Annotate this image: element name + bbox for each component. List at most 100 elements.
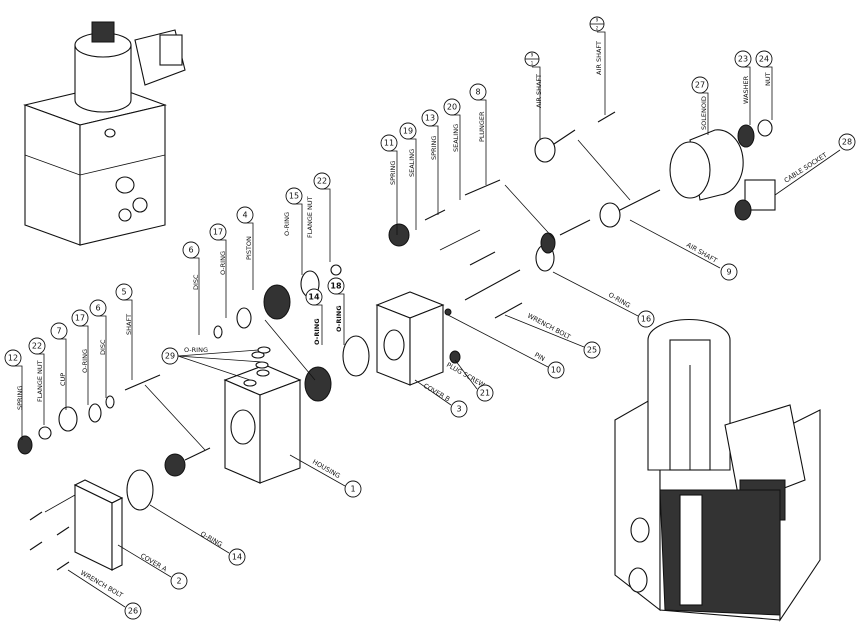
callout-label: O-RING <box>219 251 227 275</box>
callout-number: 22 <box>32 342 42 351</box>
callout-26: 26 WRENCH BOLT <box>79 569 142 620</box>
callout-number: 12 <box>8 354 18 363</box>
callout-number: 14 <box>308 293 320 302</box>
callout-17b: 17O-RING <box>209 223 227 275</box>
callout-label: CABLE SOCKET <box>783 151 829 185</box>
callout-number: 9 <box>531 53 534 58</box>
callout-label: AIR SHAFT <box>535 74 543 108</box>
callout-label: DISC <box>99 339 107 355</box>
callout-number: 22 <box>317 177 327 186</box>
callout-number: 24 <box>759 55 769 64</box>
housing-part <box>223 346 302 484</box>
callout-number: 27 <box>695 81 705 90</box>
callout-number: 15 <box>289 192 299 201</box>
callout-number: 2 <box>176 577 181 586</box>
callout-14b: 14 O-RING <box>199 530 246 566</box>
callout-label: SEALING <box>452 124 460 152</box>
callout-label: FLANGE NUT <box>36 360 44 402</box>
rings-and-small-parts <box>17 111 776 571</box>
callout-number: 6 <box>95 304 100 313</box>
callout-label: WRENCH BOLT <box>79 569 124 600</box>
callout-label: FLANGE NUT <box>306 196 314 238</box>
callout-label: WASHER <box>742 75 750 104</box>
callout-label: PLUNGER <box>478 111 486 142</box>
callout-number: 21 <box>480 389 490 398</box>
callout-label: HOUSING <box>311 458 342 480</box>
callout-number: 1 <box>531 61 534 66</box>
callout-number: 9 <box>596 18 599 23</box>
callout-3: 3 COVER B <box>422 382 468 418</box>
callout-label: O-RING <box>81 349 89 373</box>
callout-number: 17 <box>75 314 85 323</box>
callout-number: 17 <box>213 228 223 237</box>
callout-9: 9 AIR SHAFT <box>685 241 738 281</box>
callout-label: COVER B <box>422 382 451 403</box>
callout-18: 18O-RING <box>327 277 345 332</box>
callout-1: 1 HOUSING <box>311 458 362 498</box>
callout-14a: 14O-RING <box>305 288 323 345</box>
callout-16: 16O-RING <box>607 291 655 328</box>
callout-number: 9 <box>726 268 731 277</box>
cover-b-part <box>375 291 445 386</box>
callout-number: 11 <box>384 139 394 148</box>
callout-label: PISTON <box>245 236 253 260</box>
callout-label: CUP <box>59 373 67 386</box>
callout-number: 14 <box>232 553 242 562</box>
callout-number: 10 <box>551 366 561 375</box>
callout-label: SEALING <box>408 149 416 177</box>
callout-label: SHAFT <box>125 314 133 335</box>
callout-number: 26 <box>128 607 138 616</box>
callout-label: O-RING <box>313 318 321 345</box>
callout-29: 29 O-RING <box>161 346 208 365</box>
callout-label: DISC <box>192 274 200 290</box>
callout-label: SPRING <box>430 136 438 160</box>
callout-number: 5 <box>121 288 126 297</box>
callout-label: SPRING <box>16 386 24 410</box>
callout-number: 2 <box>596 26 599 31</box>
callout-number: 23 <box>738 55 748 64</box>
callout-number: 7 <box>56 327 61 336</box>
callout-17a: 17O-RING <box>71 309 89 373</box>
callout-number: 25 <box>587 346 597 355</box>
callout-label: PLUG SCREW <box>445 361 487 390</box>
callout-label: O-RING <box>607 291 632 310</box>
callout-number: 29 <box>165 352 175 361</box>
cutaway-assembled-view <box>614 318 821 622</box>
callout-label: AIR SHAFT <box>685 241 718 265</box>
callout-label: O-RING <box>199 530 224 549</box>
callout-label: O-RING <box>335 305 343 332</box>
assembled-valve-view <box>23 21 186 246</box>
callout-number: 1 <box>350 485 355 494</box>
callout-number: 18 <box>330 282 342 291</box>
callout-label: O-RING <box>184 346 208 354</box>
callout-label: SPRING <box>389 161 397 185</box>
cover-a-part <box>73 479 124 571</box>
callout-number: 3 <box>456 405 461 414</box>
callout-number: 19 <box>403 127 413 136</box>
callout-number: 13 <box>425 114 435 123</box>
callout-number: 8 <box>475 88 480 97</box>
